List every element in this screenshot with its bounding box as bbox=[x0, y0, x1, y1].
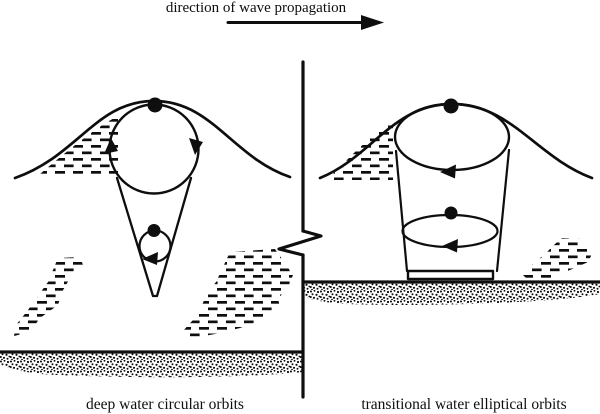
rotation-arrowhead-left-icon bbox=[442, 239, 458, 253]
rotation-arrowhead-left-icon bbox=[440, 164, 456, 179]
caption-left: deep water circular orbits bbox=[86, 396, 244, 413]
sediment-texture-crest-right bbox=[327, 122, 393, 180]
orbit-small-ellipse bbox=[401, 206, 499, 253]
seabed-sand-texture bbox=[0, 353, 303, 378]
sediment-texture-crest-left bbox=[40, 116, 118, 174]
rotation-arrowhead-up-icon bbox=[104, 138, 118, 154]
seabed-right bbox=[301, 280, 600, 305]
flattened-orbit-bar bbox=[406, 269, 495, 281]
rotation-arrowhead-left-icon bbox=[142, 252, 158, 265]
orbit-large-circle bbox=[104, 97, 203, 195]
figure-title: direction of wave propagation bbox=[166, 0, 347, 16]
water-particle-dot bbox=[443, 98, 459, 114]
orbit-small-circle bbox=[138, 224, 172, 265]
divider-break-icon bbox=[277, 229, 323, 257]
water-particle-dot bbox=[147, 224, 161, 237]
caption-right: transitional water elliptical orbits bbox=[361, 396, 566, 413]
sediment-patch-right bbox=[522, 238, 592, 280]
header: direction of wave propagation bbox=[166, 0, 384, 30]
panel-divider bbox=[277, 60, 323, 399]
sediment-patch-left-large bbox=[182, 249, 293, 339]
orbit-decay-cone bbox=[115, 176, 193, 298]
orbit-column-right-line bbox=[495, 148, 511, 273]
water-particle-dot bbox=[147, 97, 163, 113]
seabed-sand-texture bbox=[303, 283, 600, 305]
seabed-left bbox=[0, 350, 305, 378]
orbit-column-left-line bbox=[394, 149, 409, 273]
propagation-arrow-icon bbox=[226, 15, 384, 30]
orbit-large-ellipse bbox=[393, 98, 511, 179]
left-panel: deep water circular orbits bbox=[0, 97, 305, 413]
water-particle-dot bbox=[444, 206, 458, 220]
orbit-path bbox=[108, 103, 200, 195]
sediment-patch-left-small bbox=[14, 257, 83, 336]
right-panel: transitional water elliptical orbits bbox=[301, 98, 600, 413]
orbit-path bbox=[393, 102, 511, 172]
orbit-path bbox=[401, 213, 499, 249]
rotation-arrowhead-down-icon bbox=[189, 138, 203, 155]
